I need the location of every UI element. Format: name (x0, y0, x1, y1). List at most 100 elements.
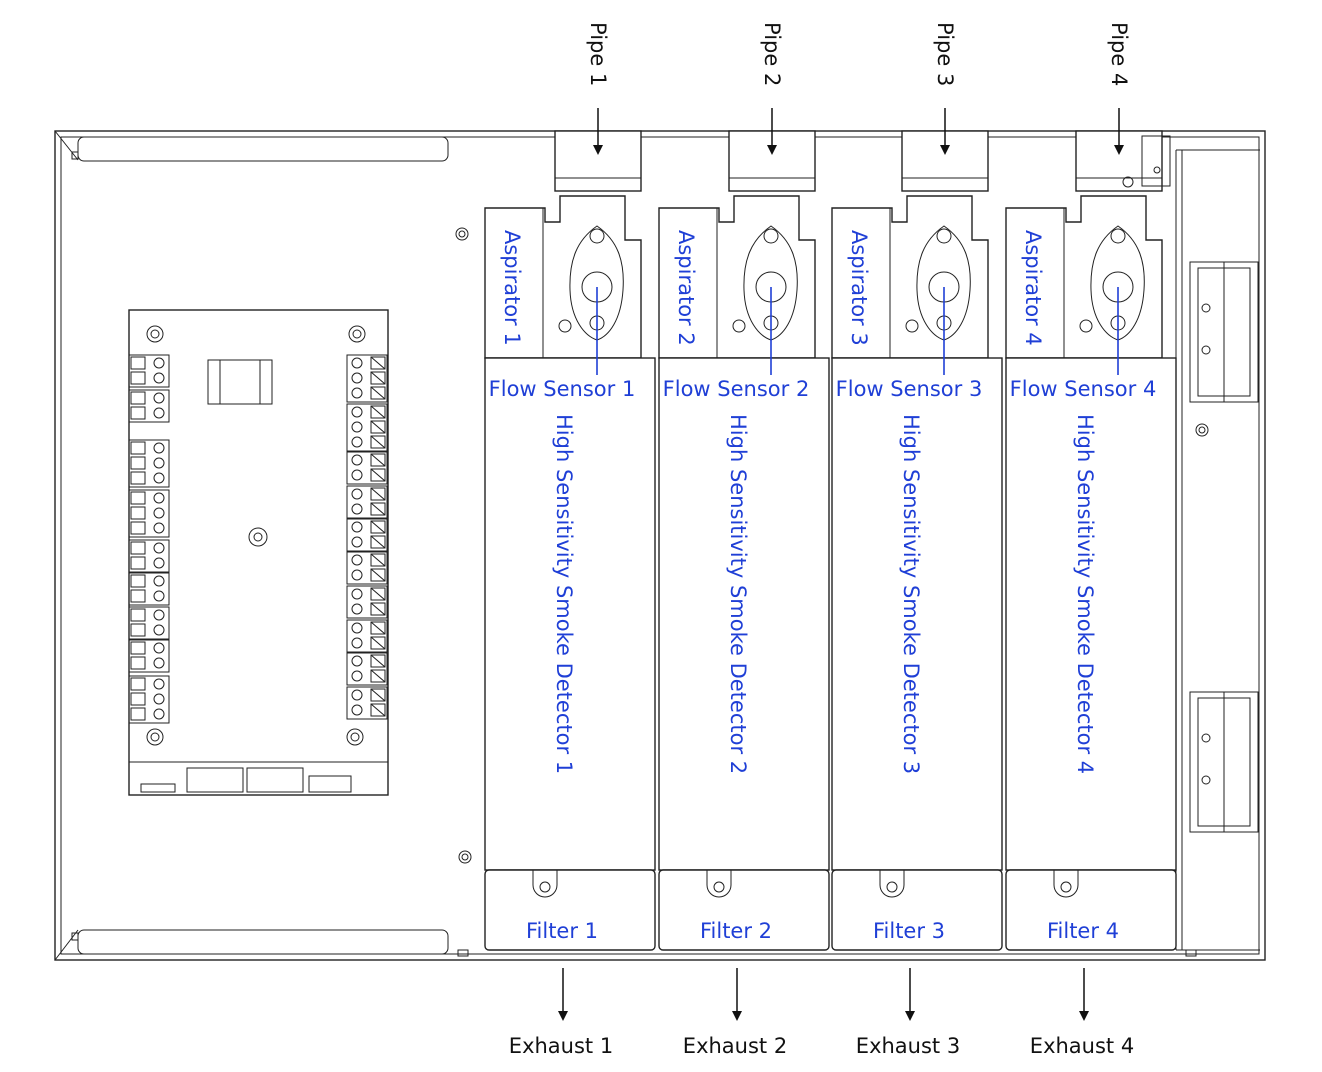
screw (713, 881, 725, 893)
channel-3 (831, 108, 1003, 1021)
terminal-screw (351, 603, 363, 615)
terminal-block (346, 652, 388, 686)
exhaust-label: Exhaust 3 (856, 1034, 960, 1058)
terminal-block (128, 389, 170, 423)
terminal-screw (153, 678, 165, 690)
terminal-slot (130, 471, 146, 485)
terminal-screw (153, 624, 165, 636)
aspirator-label: Aspirator 4 (1021, 230, 1045, 346)
screw (539, 881, 551, 893)
detector-label: High Sensitivity Smoke Detector 4 (1073, 414, 1097, 774)
terminal-screw (153, 507, 165, 519)
screw (732, 319, 746, 333)
terminal-slot (130, 456, 146, 470)
terminal-screw (351, 554, 363, 566)
terminal-slot (130, 406, 146, 420)
terminal-slot (370, 435, 386, 449)
terminal-screw (351, 357, 363, 369)
terminal-slot (370, 453, 386, 467)
terminal-slot (130, 574, 146, 588)
hinge-top (1189, 261, 1259, 403)
detector-body (1005, 357, 1177, 871)
terminal-block (128, 639, 170, 673)
terminal-screw (351, 521, 363, 533)
terminal-screw (351, 655, 363, 667)
terminal-slot (130, 556, 146, 570)
pipe-label: Pipe 2 (760, 22, 784, 86)
detector-label: High Sensitivity Smoke Detector 3 (899, 414, 923, 774)
terminal-screw (153, 392, 165, 404)
terminal-block (128, 354, 170, 388)
terminal-slot (370, 602, 386, 616)
terminal-slot (130, 623, 146, 637)
terminal-screw (351, 503, 363, 515)
terminal-block (346, 585, 388, 619)
filter-housing (1005, 869, 1177, 951)
terminal-block (346, 686, 388, 720)
screw (1110, 228, 1126, 244)
terminal-screw (153, 590, 165, 602)
terminal-block (128, 489, 170, 538)
terminal-slot (370, 568, 386, 582)
filter-housing (658, 869, 830, 951)
terminal-screw (153, 557, 165, 569)
detector-body (658, 357, 830, 871)
terminal-slot (130, 589, 146, 603)
aspirator-label: Aspirator 2 (674, 230, 698, 346)
terminal-screw (351, 436, 363, 448)
filter-label: Filter 2 (700, 919, 772, 943)
terminal-slot (130, 608, 146, 622)
terminal-slot (370, 487, 386, 501)
terminal-slot (370, 405, 386, 419)
terminal-slot (370, 669, 386, 683)
pipe-label: Pipe 4 (1107, 22, 1131, 86)
terminal-screw (351, 569, 363, 581)
terminal-slot (370, 688, 386, 702)
terminal-screw (153, 693, 165, 705)
terminal-slot (130, 656, 146, 670)
aspirator-label: Aspirator 1 (500, 230, 524, 346)
exhaust-label: Exhaust 4 (1030, 1034, 1134, 1058)
terminal-slot (370, 356, 386, 370)
terminal-slot (370, 587, 386, 601)
terminal-screw (153, 657, 165, 669)
screw (558, 319, 572, 333)
filter-housing (484, 869, 656, 951)
terminal-block (346, 485, 388, 519)
pipe-label: Pipe 3 (933, 22, 957, 86)
detector-label: High Sensitivity Smoke Detector 2 (726, 414, 750, 774)
terminal-block (128, 572, 170, 606)
terminal-block (128, 606, 170, 640)
terminal-screw (351, 637, 363, 649)
terminal-screw (153, 357, 165, 369)
flow-sensor-label: Flow Sensor 3 (836, 377, 983, 401)
terminal-slot (370, 502, 386, 516)
terminal-screw (351, 406, 363, 418)
screw (1079, 319, 1093, 333)
terminal-screw (351, 536, 363, 548)
terminal-screw (153, 522, 165, 534)
screw (905, 319, 919, 333)
terminal-blocks-right (346, 354, 388, 720)
terminal-screw (351, 387, 363, 399)
exhaust-label: Exhaust 2 (683, 1034, 787, 1058)
terminal-slot (370, 386, 386, 400)
terminal-slot (130, 491, 146, 505)
screw (936, 228, 952, 244)
screw (763, 228, 779, 244)
terminal-screw (351, 670, 363, 682)
exhaust-label: Exhaust 1 (509, 1034, 613, 1058)
terminal-block (346, 354, 388, 403)
terminal-slot (130, 506, 146, 520)
terminal-screw (351, 689, 363, 701)
terminal-block (128, 439, 170, 488)
terminal-slot (370, 703, 386, 717)
terminal-screw (351, 488, 363, 500)
filter-label: Filter 1 (526, 919, 598, 943)
screw (589, 228, 605, 244)
terminal-screw (351, 469, 363, 481)
terminal-slot (130, 707, 146, 721)
terminal-slot (370, 621, 386, 635)
